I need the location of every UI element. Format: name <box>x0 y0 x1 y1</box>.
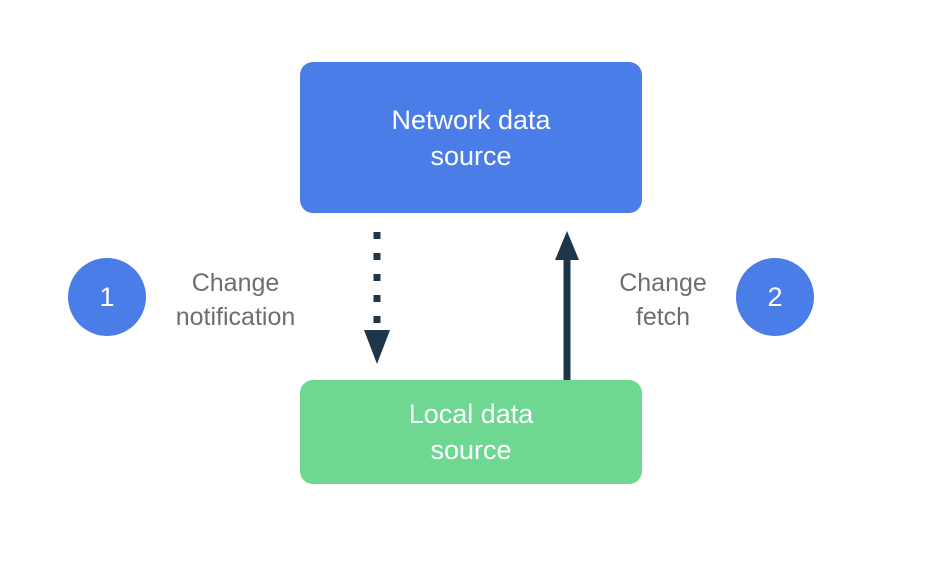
change-fetch-label: Change fetch <box>619 269 707 331</box>
step-2-badge: 2 <box>736 258 814 336</box>
local-data-source-label: Local data source <box>408 399 534 465</box>
change-fetch-arrow-icon <box>555 231 579 380</box>
local-data-source-box: Local data source <box>300 380 642 484</box>
network-data-source-label: Network data source <box>391 104 551 171</box>
step-2-number: 2 <box>767 281 783 312</box>
step-1-badge: 1 <box>68 258 146 336</box>
network-data-source-box: Network data source <box>300 62 642 213</box>
step-1-number: 1 <box>99 281 115 312</box>
change-notification-arrow-icon <box>364 232 390 364</box>
change-notification-label: Change notification <box>175 269 296 331</box>
